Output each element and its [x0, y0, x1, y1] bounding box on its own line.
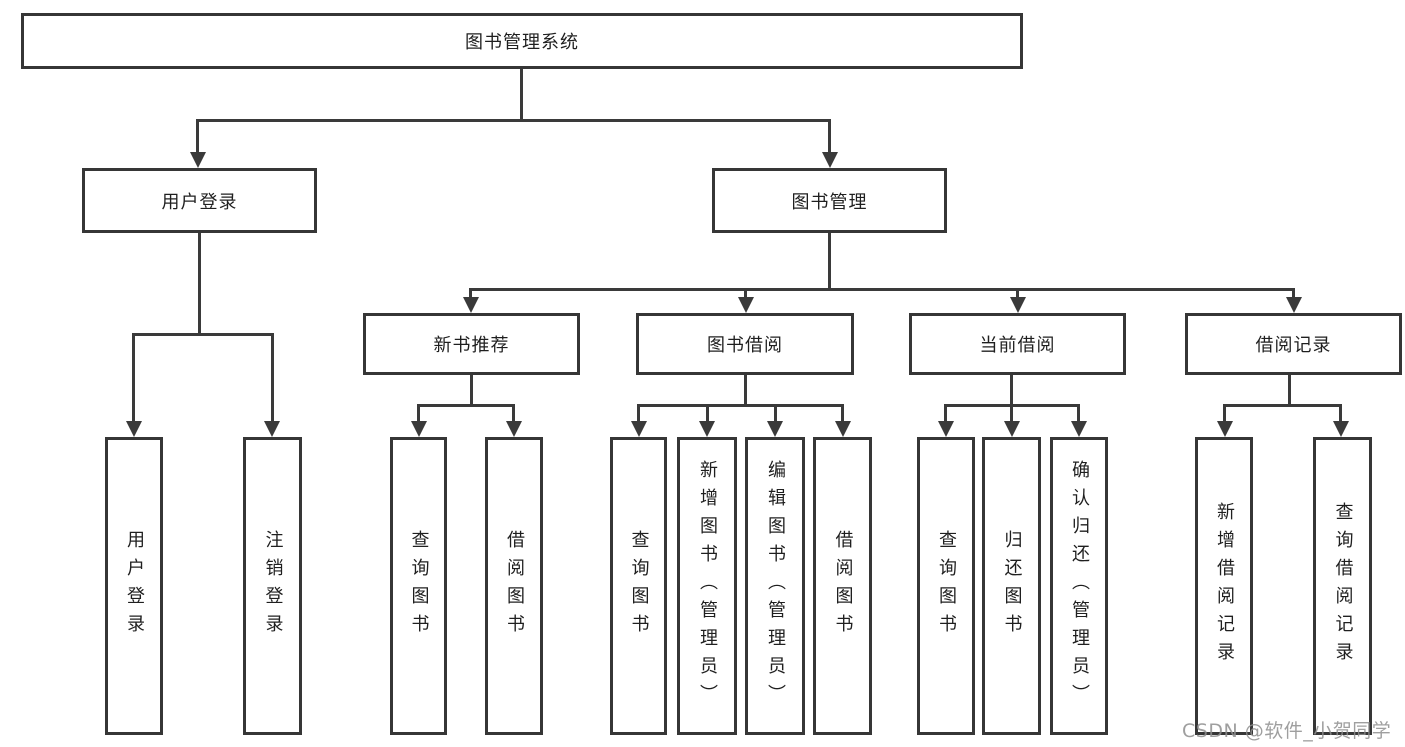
connector-arrow — [767, 421, 783, 437]
connector-arrow — [938, 421, 954, 437]
connector-arrow — [264, 421, 280, 437]
connector-line — [706, 404, 709, 422]
connector-line — [1010, 404, 1013, 422]
connector-arrow — [506, 421, 522, 437]
node-label: 确认归还（管理员） — [1069, 460, 1090, 712]
connector-line — [774, 404, 777, 422]
connector-arrow — [1217, 421, 1233, 437]
connector-line — [828, 119, 831, 153]
connector-line — [520, 69, 523, 121]
connector-line — [1016, 288, 1019, 300]
connector-line — [841, 404, 844, 422]
connector-arrow — [1010, 297, 1026, 313]
node-book-borrowing: 图书借阅 — [636, 313, 854, 375]
node-label: 新书推荐 — [433, 335, 510, 356]
node-label: 图书管理 — [791, 191, 868, 213]
node-new-book-recommendation: 新书推荐 — [363, 313, 580, 375]
connector-line — [1010, 375, 1013, 407]
node-leaf-query-books-borrowing: 查询图书 — [610, 437, 667, 735]
node-label: 归还图书 — [1001, 530, 1023, 642]
connector-line — [132, 333, 135, 422]
node-leaf-confirm-return-admin: 确认归还（管理员） — [1050, 437, 1108, 735]
node-leaf-user-login: 用户登录 — [105, 437, 163, 735]
connector-arrow — [1333, 421, 1349, 437]
node-library-management-system: 图书管理系统 — [21, 13, 1023, 69]
node-leaf-add-books-admin: 新增图书（管理员） — [677, 437, 737, 735]
connector-line — [1339, 404, 1342, 422]
node-label: 借阅图书 — [832, 530, 854, 642]
connector-line — [469, 288, 472, 300]
node-label: 当前借阅 — [979, 335, 1056, 356]
node-label: 查询图书 — [408, 530, 430, 642]
node-leaf-edit-books-admin: 编辑图书（管理员） — [745, 437, 805, 735]
connector-line — [132, 333, 274, 336]
connector-arrow — [699, 421, 715, 437]
connector-line — [744, 288, 747, 300]
node-borrowing-records: 借阅记录 — [1185, 313, 1402, 375]
node-label: 查询图书 — [936, 530, 957, 642]
node-label: 新增图书（管理员） — [697, 460, 718, 712]
node-label: 图书管理系统 — [465, 32, 579, 53]
node-current-borrowing: 当前借阅 — [909, 313, 1126, 375]
connector-arrow — [631, 421, 647, 437]
node-label: 用户登录 — [124, 530, 145, 642]
node-label: 用户登录 — [161, 191, 238, 213]
connector-line — [417, 404, 420, 422]
connector-line — [196, 119, 199, 153]
connector-arrow — [463, 297, 479, 313]
node-book-management-branch: 图书管理 — [712, 168, 947, 233]
connector-line — [469, 288, 1295, 291]
connector-line — [512, 404, 515, 422]
node-leaf-query-books-current: 查询图书 — [917, 437, 975, 735]
connector-line — [744, 375, 747, 407]
node-label: 新增借阅记录 — [1214, 502, 1235, 670]
connector-arrow — [822, 152, 838, 168]
node-label: 图书借阅 — [707, 335, 783, 356]
connector-line — [1288, 375, 1291, 407]
connector-arrow — [190, 152, 206, 168]
connector-arrow — [1071, 421, 1087, 437]
node-leaf-logout: 注销登录 — [243, 437, 302, 735]
connector-line — [470, 375, 473, 407]
connector-line — [637, 404, 640, 422]
connector-line — [196, 119, 831, 122]
connector-line — [944, 404, 947, 422]
node-label: 编辑图书（管理员） — [765, 460, 786, 712]
node-label: 借阅记录 — [1255, 335, 1332, 356]
node-leaf-borrow-books: 借阅图书 — [813, 437, 872, 735]
connector-line — [1292, 288, 1295, 300]
node-leaf-return-books: 归还图书 — [982, 437, 1041, 735]
connector-line — [1077, 404, 1080, 422]
connector-line — [828, 233, 831, 291]
connector-line — [1223, 404, 1342, 407]
node-leaf-borrow-books-recommend: 借阅图书 — [485, 437, 543, 735]
connector-arrow — [126, 421, 142, 437]
node-leaf-query-borrow-record: 查询借阅记录 — [1313, 437, 1372, 735]
connector-arrow — [411, 421, 427, 437]
connector-arrow — [1286, 297, 1302, 313]
connector-arrow — [835, 421, 851, 437]
connector-line — [271, 333, 274, 422]
node-leaf-query-books-recommend: 查询图书 — [390, 437, 447, 735]
connector-arrow — [1004, 421, 1020, 437]
node-leaf-add-borrow-record: 新增借阅记录 — [1195, 437, 1253, 735]
node-label: 查询图书 — [628, 530, 650, 642]
node-label: 借阅图书 — [504, 530, 525, 642]
node-label: 查询借阅记录 — [1332, 502, 1354, 670]
node-label: 注销登录 — [262, 530, 284, 642]
connector-line — [198, 233, 201, 335]
connector-line — [637, 404, 844, 407]
connector-line — [417, 404, 515, 407]
node-user-login-branch: 用户登录 — [82, 168, 317, 233]
csdn-watermark: CSDN @软件_小贺同学 — [1182, 720, 1392, 742]
connector-line — [1223, 404, 1226, 422]
connector-arrow — [738, 297, 754, 313]
